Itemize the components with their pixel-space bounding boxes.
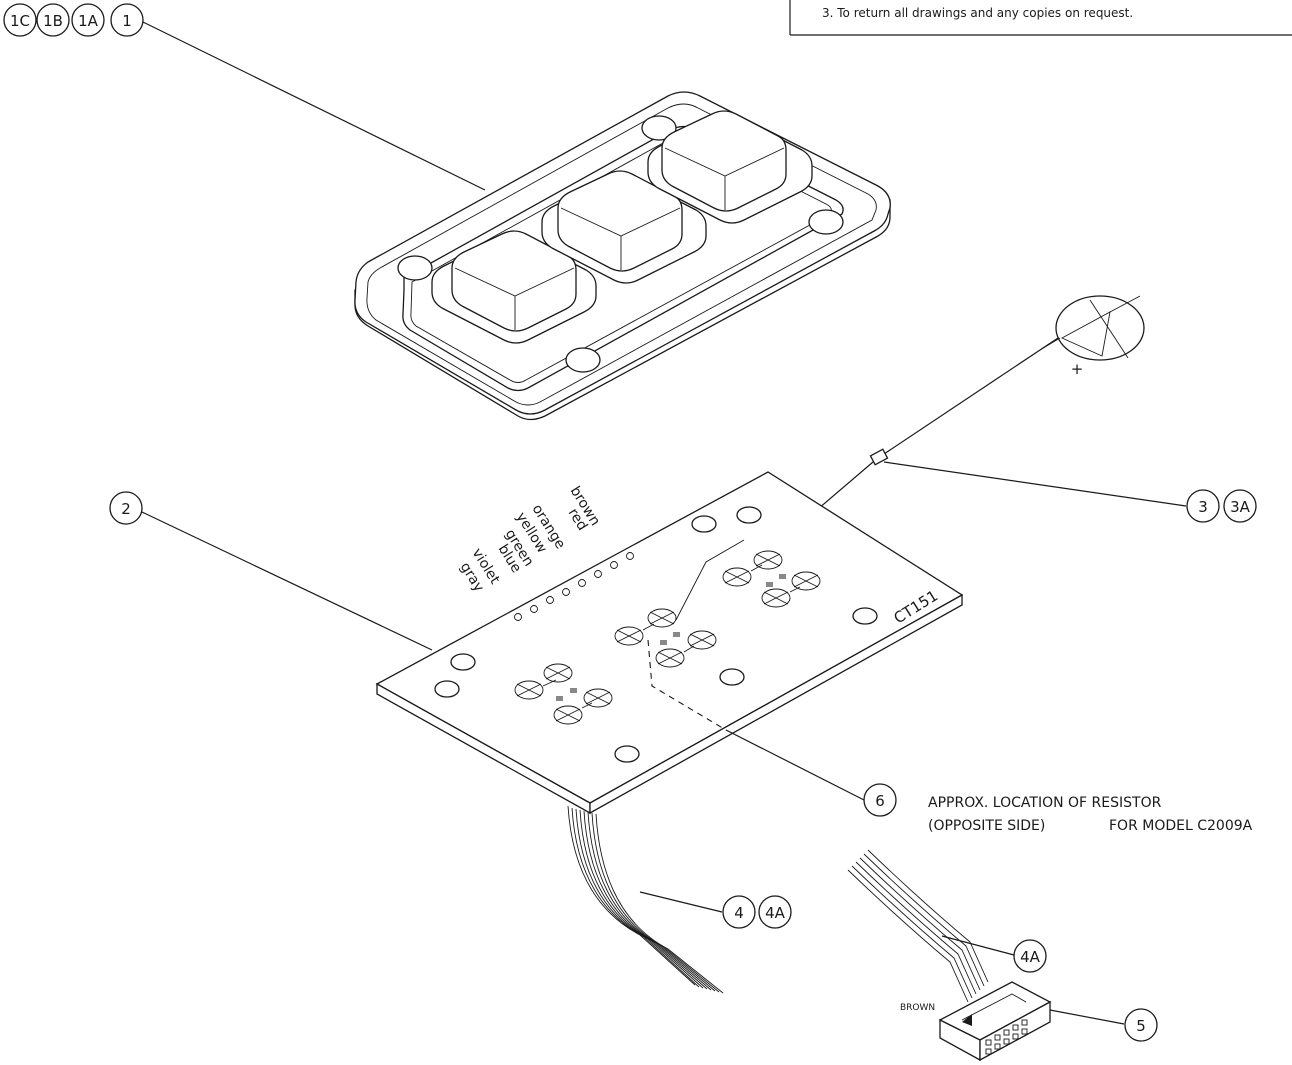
callout-3a: 3A [1230, 498, 1251, 516]
callout-5: 5 [1136, 1017, 1146, 1035]
callout-1: 1 [122, 12, 132, 30]
callout-1b: 1B [43, 12, 63, 30]
key-3 [647, 110, 813, 224]
switch-contacts-right [722, 550, 821, 608]
ribbon-cable: 4 4A [567, 805, 792, 994]
pcb-board: 2 brown red orange yello [109, 471, 964, 815]
switch-contacts-middle [614, 608, 717, 668]
resistor-note-line2b: FOR MODEL C2009A [1109, 818, 1253, 834]
callout-2: 2 [121, 500, 131, 518]
switch-contacts-left [514, 663, 613, 725]
notes-box: 3. To return all drawings and any copies… [789, 0, 1292, 36]
callout-group-1: 1C 1B 1A 1 [3, 3, 486, 191]
key-2 [541, 170, 707, 284]
diode-icon [1060, 311, 1111, 357]
solder-pads [514, 552, 634, 621]
connector-pins [985, 1019, 1028, 1055]
callout-1a: 1A [78, 12, 99, 30]
callout-4a-connector: 4A [1020, 948, 1041, 966]
keypad-overlay [354, 91, 891, 421]
callout-6: 6 [875, 792, 885, 810]
led-symbol-circle [1055, 295, 1145, 361]
resistor-note-line1: APPROX. LOCATION OF RESISTOR [928, 795, 1162, 811]
resistor-note-line2a: (OPPOSITE SIDE) [928, 818, 1045, 834]
key-1 [431, 230, 597, 344]
connector-brown-label: BROWN [900, 1003, 935, 1013]
pin1-triangle-icon [962, 1014, 972, 1026]
ribbon-connector-assembly: 4A BROWN 5 [847, 849, 1158, 1062]
callout-3: 3 [1198, 498, 1208, 516]
callout-1c: 1C [10, 12, 30, 30]
led-plus-label: + [1071, 360, 1084, 378]
callout-4a: 4A [765, 904, 786, 922]
resistor-callout: 6 APPROX. LOCATION OF RESISTOR (OPPOSITE… [647, 639, 1253, 834]
callout-4: 4 [734, 904, 744, 922]
led-assembly: + 3 3A [687, 295, 1257, 621]
notes-line-3: 3. To return all drawings and any copies… [822, 6, 1133, 20]
led-connector [869, 448, 889, 466]
